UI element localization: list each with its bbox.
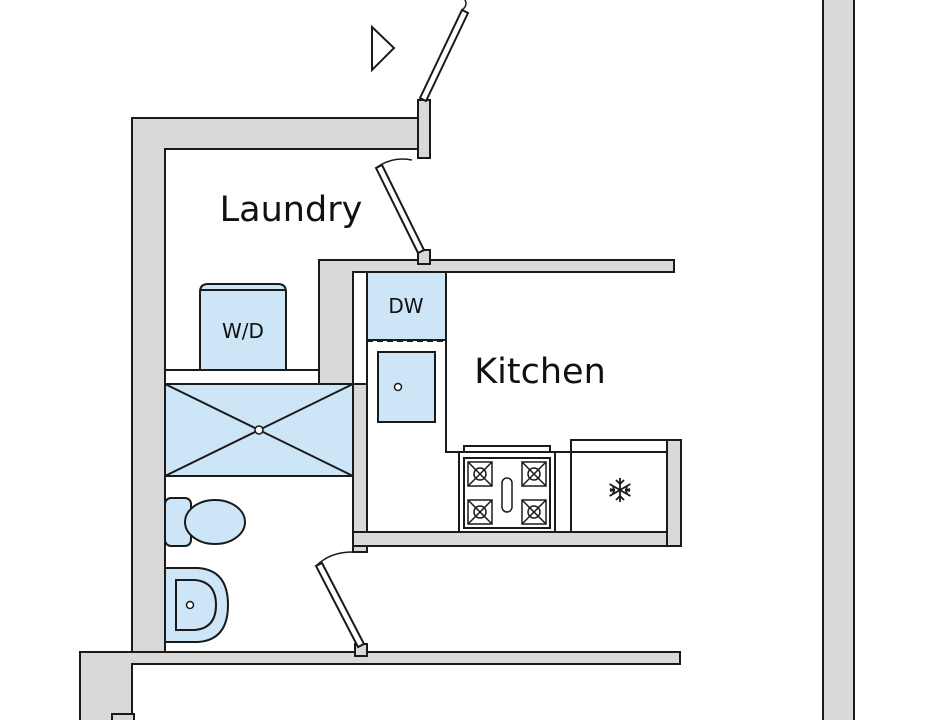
dishwasher-label: DW (388, 294, 423, 318)
laundry-door-swing (375, 158, 413, 169)
bathroom-door[interactable] (314, 561, 366, 649)
stove (458, 445, 556, 533)
toilet (164, 497, 246, 547)
burner (467, 499, 493, 525)
laundry-door[interactable] (374, 163, 426, 255)
burner (521, 461, 547, 487)
bathroom-door-swing (315, 551, 353, 567)
refrigerator (570, 439, 668, 533)
wall-right (822, 0, 855, 720)
entry-arrow-icon (371, 24, 396, 73)
shower-drain (254, 425, 264, 435)
laundry-label: Laundry (220, 190, 363, 230)
wall-bottom (79, 651, 681, 720)
doors (314, 0, 470, 649)
burner (521, 499, 547, 525)
griddle (501, 477, 513, 513)
washer-dryer-label: W/D (222, 319, 264, 343)
entry-door-swing (461, 0, 467, 11)
bathroom-sink (164, 567, 230, 643)
kitchen-label: Kitchen (474, 352, 606, 392)
shower (164, 383, 354, 477)
wall-kitchen-left (352, 383, 368, 553)
walls (79, 0, 855, 720)
wall-jamb-entry (417, 99, 431, 159)
wall-kitchen-right (666, 439, 682, 547)
washer-dryer: W/D (199, 283, 287, 371)
wall-stub-bottom-left (111, 713, 135, 720)
burner (467, 461, 493, 487)
kitchen-sink (377, 351, 436, 423)
dishwasher: DW (366, 271, 447, 341)
entry-door[interactable] (418, 8, 470, 103)
wall-kitchen-bottom (352, 531, 682, 547)
snowflake-icon (609, 478, 631, 502)
